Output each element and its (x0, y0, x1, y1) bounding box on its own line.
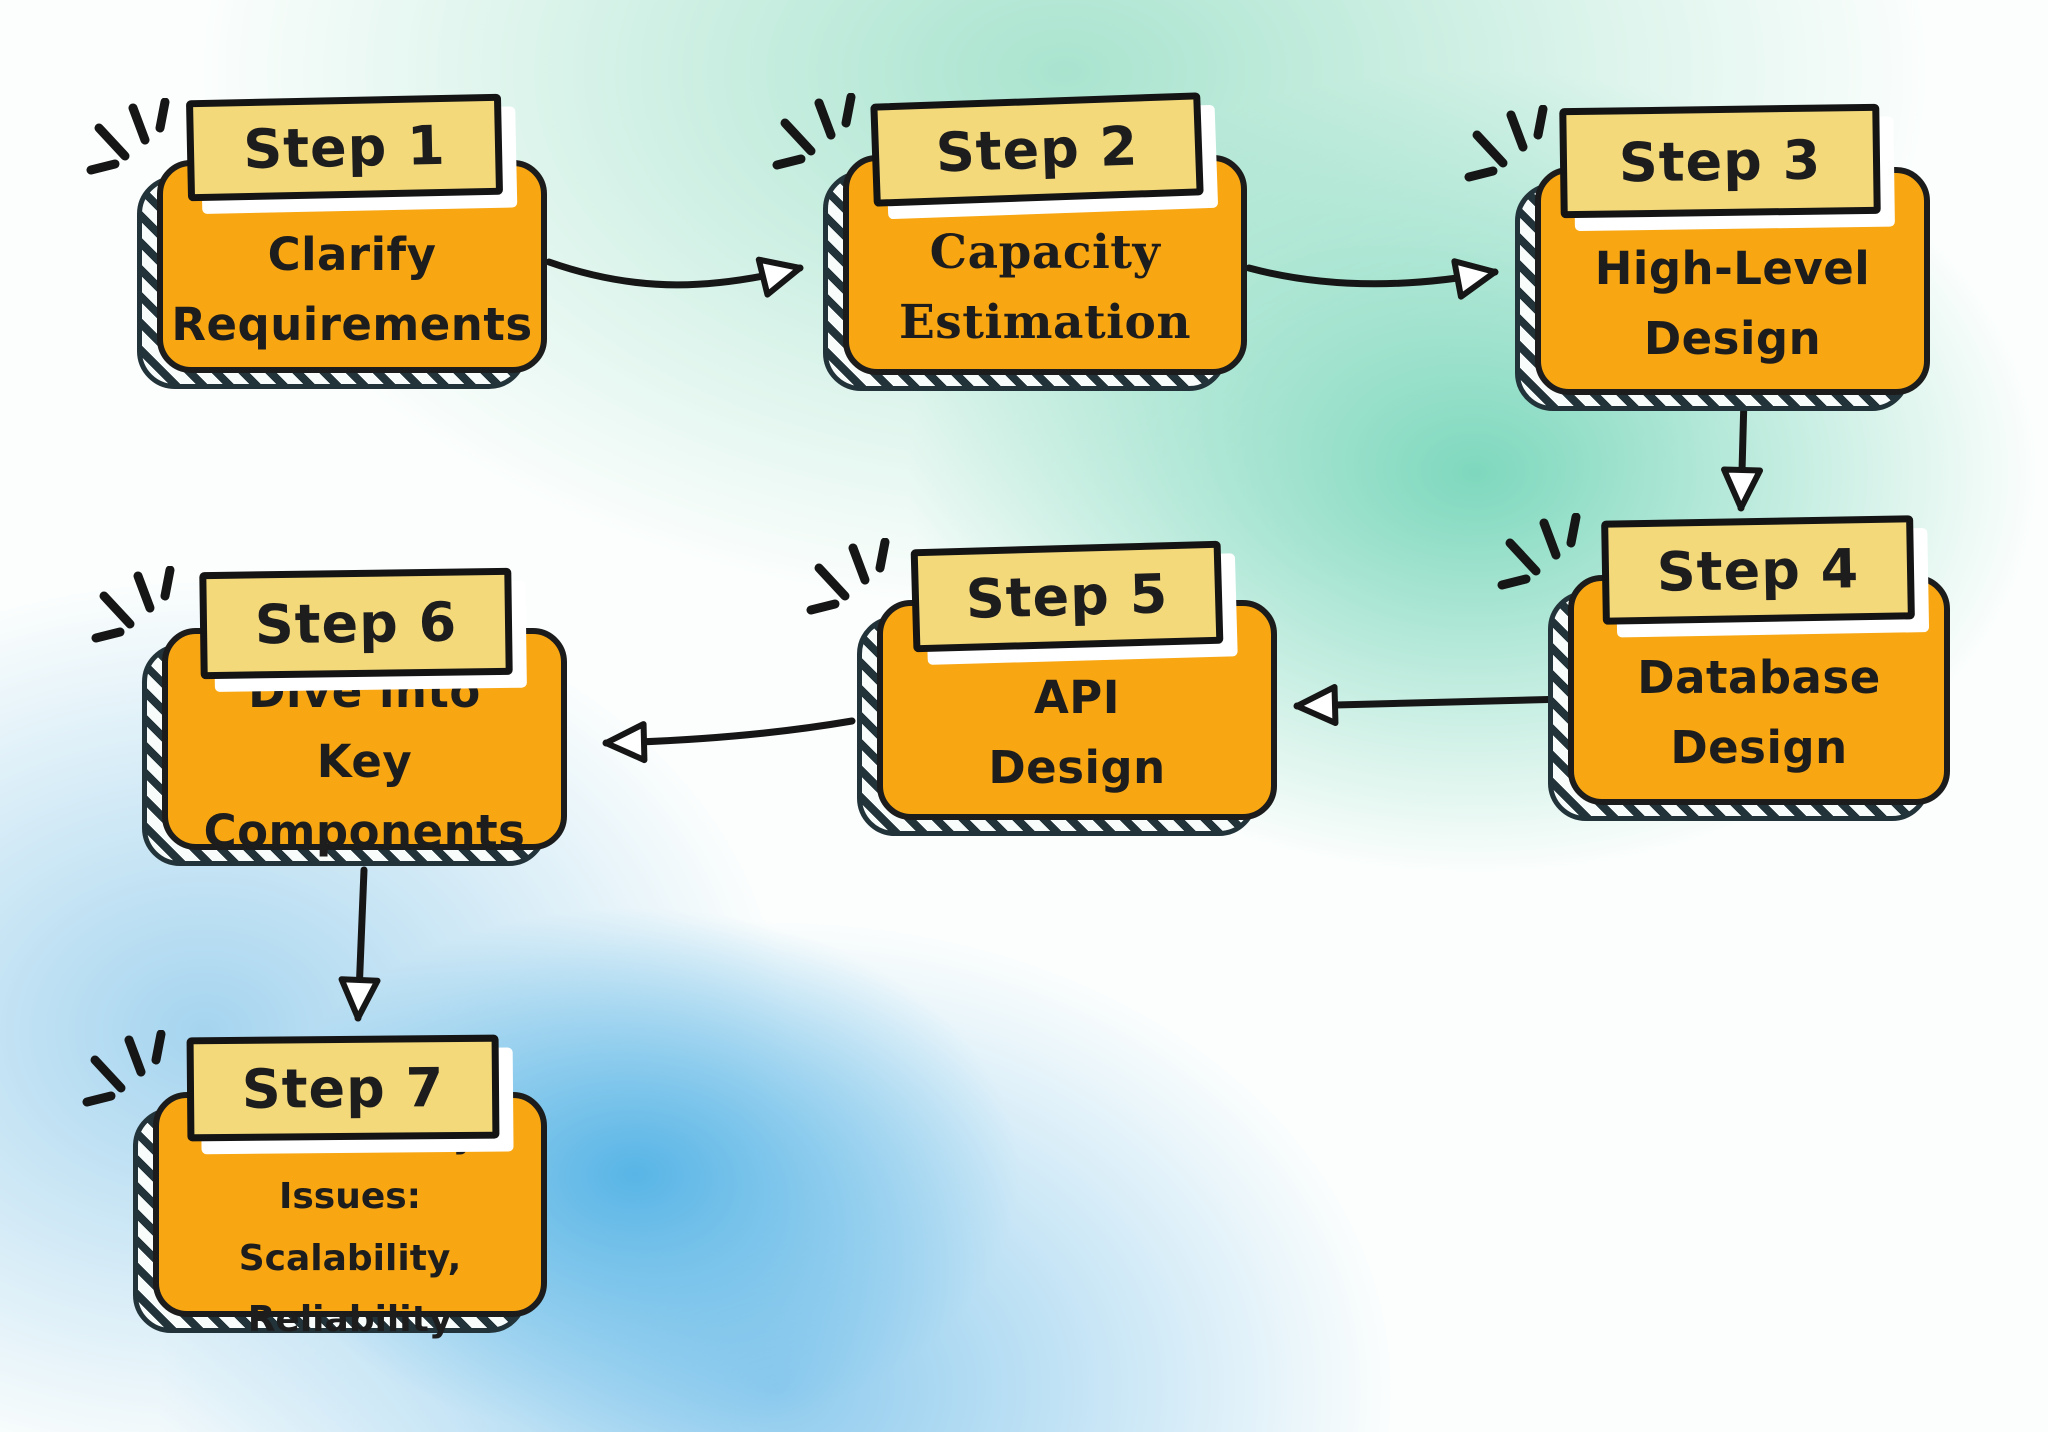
node-step-5: API Design Step 5 (806, 538, 1277, 836)
node-step-7: Address Key Issues: Scalability, Reliabi… (82, 1030, 547, 1340)
sparkle-icon (772, 93, 856, 170)
step-title: High-Level Design (1594, 242, 1871, 365)
step-badge: Step 7 (186, 1034, 500, 1142)
node-step-2: Capacity Estimation Step 2 (772, 92, 1247, 391)
node-step-4: Database Design Step 4 (1497, 513, 1950, 821)
step-title: Address Key Issues: Scalability, Reliabi… (224, 1115, 476, 1340)
arrow-step3-to-step4 (1721, 394, 1764, 512)
step-badge: Step 6 (199, 567, 513, 680)
arrow-step4-to-step5 (1293, 684, 1572, 727)
node-step-1: Clarify Requirements Step 1 (86, 93, 547, 389)
sparkle-icon (91, 566, 175, 643)
sparkle-icon (806, 538, 890, 615)
step-title: Database Design (1637, 651, 1881, 774)
step-badge-label: Step 6 (254, 590, 458, 657)
step-badge: Step 2 (870, 92, 1204, 207)
step-badge-label: Step 5 (964, 562, 1170, 631)
step-badge: Step 1 (185, 93, 504, 202)
step-badge-label: Step 1 (242, 113, 447, 182)
sparkle-icon (1497, 513, 1581, 590)
sparkle-icon (82, 1030, 166, 1107)
step-badge: Step 3 (1559, 103, 1881, 219)
step-badge-label: Step 3 (1618, 128, 1822, 194)
node-step-3: High-Level Design Step 3 (1464, 103, 1930, 411)
sparkle-icon (86, 98, 170, 175)
step-badge-label: Step 7 (241, 1055, 445, 1121)
arrow-step2-to-step3 (1245, 258, 1499, 300)
arrow-step5-to-step6 (602, 717, 856, 764)
step-badge: Step 4 (1601, 515, 1915, 625)
step-title: Dive into Key Components (203, 665, 526, 858)
arrow-step6-to-step7 (338, 866, 381, 1022)
step-badge-label: Step 4 (1656, 536, 1860, 604)
arrow-step1-to-step2 (545, 256, 804, 298)
sparkle-icon (1464, 105, 1548, 182)
step-title: API Design (988, 671, 1166, 794)
step-badge: Step 5 (910, 540, 1224, 653)
step-title: Capacity Estimation (898, 224, 1192, 351)
step-badge-label: Step 2 (934, 114, 1140, 185)
node-step-6: Dive into Key Components Step 6 (91, 566, 567, 866)
step-title: Clarify Requirements (171, 227, 533, 351)
